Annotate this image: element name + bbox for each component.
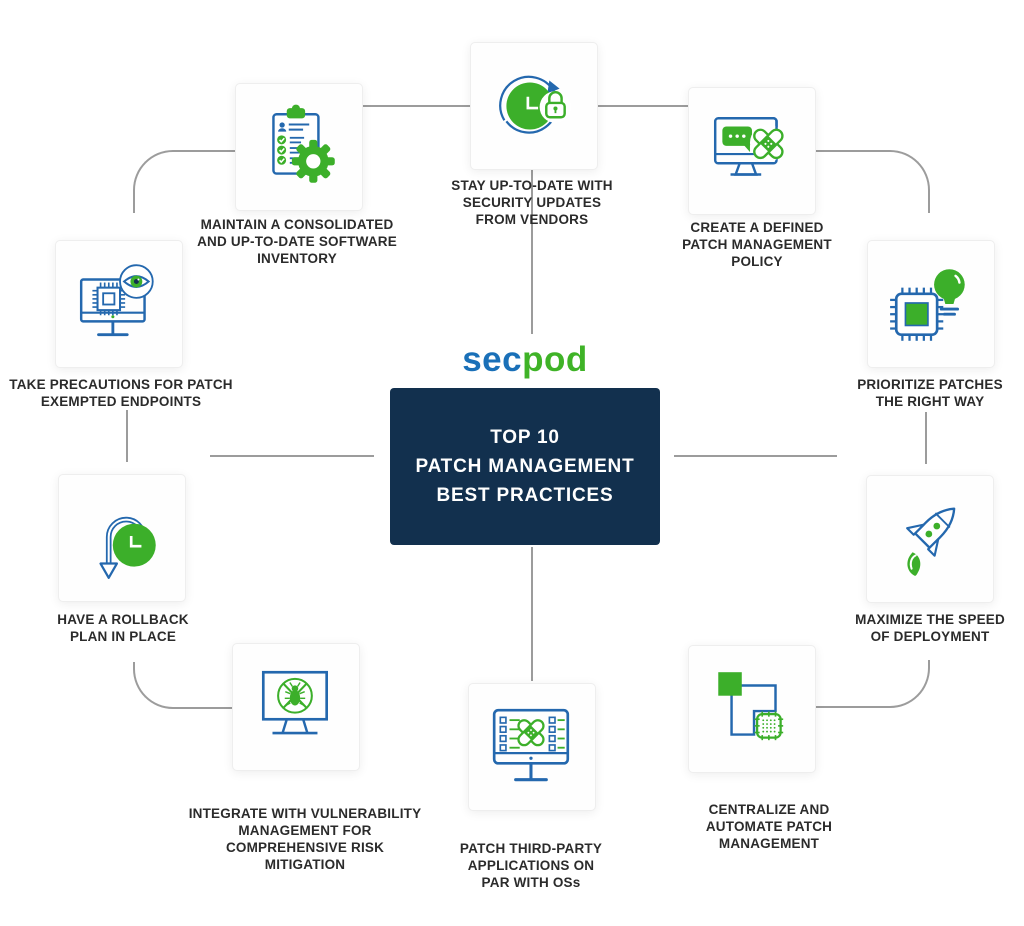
connector-top-right-curve [814, 150, 930, 213]
monitor-chip-eye-icon [79, 264, 154, 337]
item-label-defined-policy: CREATE A DEFINED PATCH MANAGEMENT POLICY [682, 220, 832, 269]
rocket-icon [906, 507, 956, 576]
tile-patch-exempted-endpoints [55, 240, 183, 368]
connector-center-right-horizontal [674, 455, 837, 457]
monitor-patch-apps-icon [492, 708, 570, 782]
tile-integrate-vulnerability [232, 643, 360, 771]
connector-center-left-horizontal [210, 455, 374, 457]
clipboard-gear-icon [272, 104, 335, 183]
item-label-stay-up-to-date: STAY UP-TO-DATE WITH SECURITY UPDATES FR… [451, 178, 613, 227]
monitor-no-bug-icon [261, 670, 328, 735]
tile-prioritize-patches [867, 240, 995, 368]
secpod-logo-sec: sec [462, 340, 523, 379]
connector-bottom-left-curve [133, 662, 234, 709]
tile-defined-policy [688, 87, 816, 215]
update-clock-lock-icon [499, 75, 572, 134]
tile-stay-up-to-date [470, 42, 598, 170]
item-label-prioritize-patches: PRIORITIZE PATCHES THE RIGHT WAY [857, 377, 1003, 409]
rollback-clock-icon [99, 516, 156, 579]
item-label-patch-exempted-endpoints: TAKE PRECAUTIONS FOR PATCH EXEMPTED ENDP… [9, 377, 233, 409]
item-label-maintain-software-inventory: MAINTAIN A CONSOLIDATED AND UP-TO-DATE S… [197, 217, 397, 266]
connector-top-left-curve [133, 150, 237, 213]
tile-maintain-software-inventory [235, 83, 363, 211]
item-label-patch-third-party: PATCH THIRD-PARTY APPLICATIONS ON PAR WI… [459, 841, 603, 890]
connector-bottom-right-curve [814, 660, 930, 708]
connector-top-left-horizontal [358, 105, 470, 107]
tile-patch-third-party [468, 683, 596, 811]
chip-bulb-icon [890, 269, 965, 341]
tile-maximize-speed [866, 475, 994, 603]
connector-right-column-vertical [925, 412, 927, 464]
center-title-card: TOP 10 PATCH MANAGEMENT BEST PRACTICES [390, 388, 660, 545]
item-label-integrate-vulnerability: INTEGRATE WITH VULNERABILITY MANAGEMENT … [188, 806, 422, 872]
item-label-rollback-plan: HAVE A ROLLBACK PLAN IN PLACE [57, 612, 189, 644]
connector-top-right-horizontal [596, 105, 688, 107]
secpod-logo-pod: pod [522, 340, 588, 379]
item-label-centralize-automate: CENTRALIZE AND AUTOMATE PATCH MANAGEMENT [705, 802, 833, 851]
center-title: TOP 10 PATCH MANAGEMENT BEST PRACTICES [415, 427, 635, 506]
connector-center-top-vertical [531, 168, 533, 334]
tile-centralize-automate [688, 645, 816, 773]
item-label-maximize-speed: MAXIMIZE THE SPEED OF DEPLOYMENT [855, 612, 1005, 644]
centralize-squares-icon [718, 672, 784, 741]
secpod-logo: secpod [390, 342, 660, 378]
connector-left-column-vertical [126, 410, 128, 462]
tile-rollback-plan [58, 474, 186, 602]
connector-center-bottom-vertical [531, 547, 533, 681]
monitor-chat-bandage-icon [713, 117, 787, 176]
